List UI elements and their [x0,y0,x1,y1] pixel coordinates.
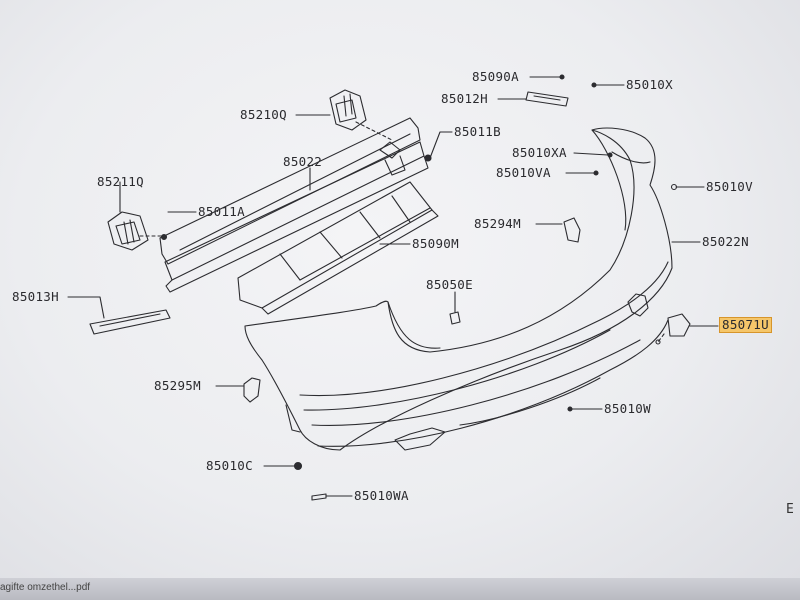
leader-lines [67,76,719,497]
label-85011a: 85011A [198,204,245,219]
label-85013h: 85013H [12,289,59,304]
label-85010v: 85010V [706,179,753,194]
reinforcement-beam [159,117,429,293]
bumper-cover [244,127,673,451]
label-85010wa: 85010WA [354,488,409,503]
label-85011b: 85011B [454,124,501,139]
label-85295m: 85295M [154,378,201,393]
file-tab[interactable]: agifte omzethel...pdf [0,582,91,593]
bracket-85211q [107,211,149,251]
fastener-85011a [160,233,168,241]
label-85010va: 85010VA [496,165,551,180]
label-85211q: 85211Q [97,174,144,189]
label-85022n: 85022N [702,234,749,249]
label-85010w: 85010W [604,401,651,416]
edge-letter: E [786,502,794,517]
reflector-85013h [89,309,171,335]
label-85010c: 85010C [206,458,253,473]
fastener-85010x [591,82,597,88]
label-85210q: 85210Q [240,107,287,122]
label-85090m: 85090M [412,236,459,251]
label-85050e: 85050E [426,277,473,292]
fastener-85010xa [607,152,613,158]
fastener-85090a [559,74,565,80]
fastener-85071u-clip [655,339,661,345]
assembly-lines [139,121,665,343]
label-85012h: 85012H [441,91,488,106]
label-85022: 85022 [283,154,323,169]
taskbar-strip [0,578,800,600]
bracket-85295m [243,377,261,403]
label-85090a: 85090A [472,69,519,84]
energy-absorber [237,181,439,315]
clip-85050e [449,311,461,325]
label-85010xa: 85010XA [512,145,567,160]
label-85010x: 85010X [626,77,673,92]
label-85071u-highlighted: 85071U [719,317,772,333]
strip-85012h [525,91,569,107]
clip-85010wa [311,493,327,501]
fastener-85010w [567,406,573,412]
fastener-85010va [593,170,599,176]
bracket-85210q [329,89,367,131]
clip-85294m [563,217,581,243]
cap-85071u [667,313,691,337]
label-85294m: 85294M [474,216,521,231]
fastener-85011b [424,154,432,162]
